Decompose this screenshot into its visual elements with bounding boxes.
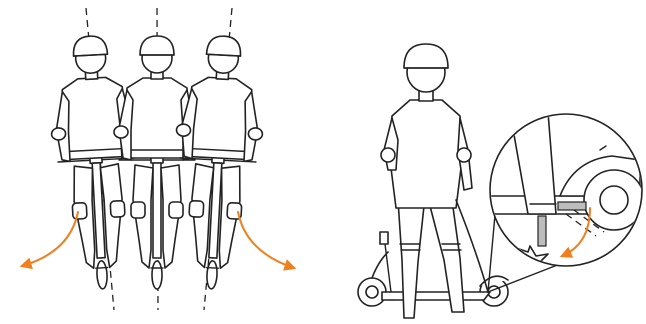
kickstand-panel — [358, 44, 644, 318]
standing-rider — [381, 44, 488, 318]
scooter — [358, 232, 508, 306]
sway-right-arrow-icon — [238, 212, 294, 268]
rider-sway-panel — [22, 8, 294, 310]
sway-left-arrow-icon — [22, 212, 78, 266]
rider-leaning-right — [168, 34, 267, 291]
kickstand-zoom-callout — [490, 112, 644, 276]
rider-leaning-left — [47, 34, 146, 291]
rider-upright — [114, 36, 200, 289]
